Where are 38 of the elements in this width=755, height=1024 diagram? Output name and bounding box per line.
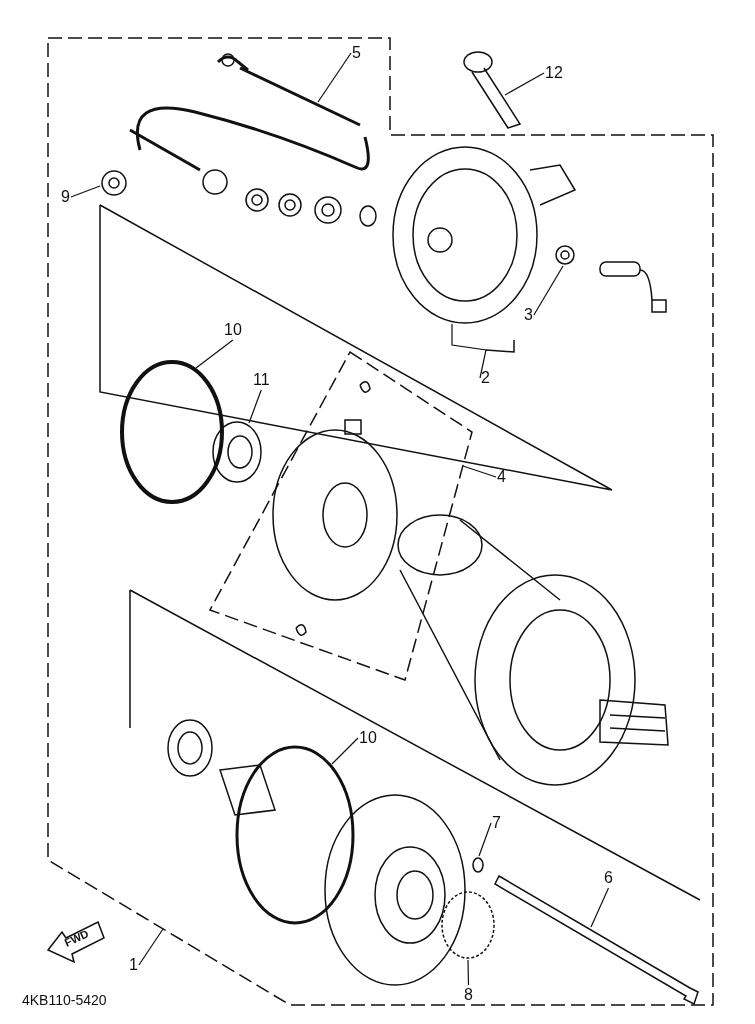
leader-line [248, 389, 262, 424]
callout-number: 9 [61, 188, 70, 206]
leader-line [590, 887, 610, 928]
bush-drawing [555, 245, 575, 265]
leader-line [533, 265, 564, 316]
callout-number: 11 [253, 371, 270, 389]
leader-line [451, 323, 487, 379]
leader-line [138, 928, 164, 966]
o-ring-drawing [120, 360, 224, 504]
leader-line [462, 465, 497, 478]
part-number: 4KB110-5420 [22, 992, 107, 1008]
callout-number: 3 [524, 306, 533, 324]
leader-line [504, 72, 545, 96]
nut-drawing [101, 170, 127, 196]
leader-line [331, 737, 359, 765]
callout-number: 8 [464, 986, 473, 1004]
leader-line [478, 822, 492, 857]
end-cover-drawing [392, 146, 577, 324]
lock-ring-drawing [441, 891, 495, 959]
callout-number: 12 [545, 64, 563, 82]
callout-number: 10 [359, 729, 377, 747]
o-ring-drawing [472, 857, 484, 873]
callout-number: 2 [481, 369, 490, 387]
bolt-drawing [463, 51, 522, 129]
leader-line [317, 52, 352, 103]
callout-number: 1 [129, 956, 138, 974]
o-ring-drawing [235, 745, 355, 925]
kit-outline [210, 352, 472, 680]
leader-line [70, 185, 101, 198]
callout-number: 5 [352, 44, 361, 62]
callout-number: 7 [492, 814, 501, 832]
washer-drawing [212, 421, 262, 483]
callout-number: 4 [497, 468, 506, 486]
leader-line [195, 339, 234, 369]
callout-number: 6 [604, 869, 613, 887]
callout-number: 10 [224, 321, 242, 339]
leader-line [467, 959, 470, 986]
direction-label: FWD [62, 927, 91, 949]
